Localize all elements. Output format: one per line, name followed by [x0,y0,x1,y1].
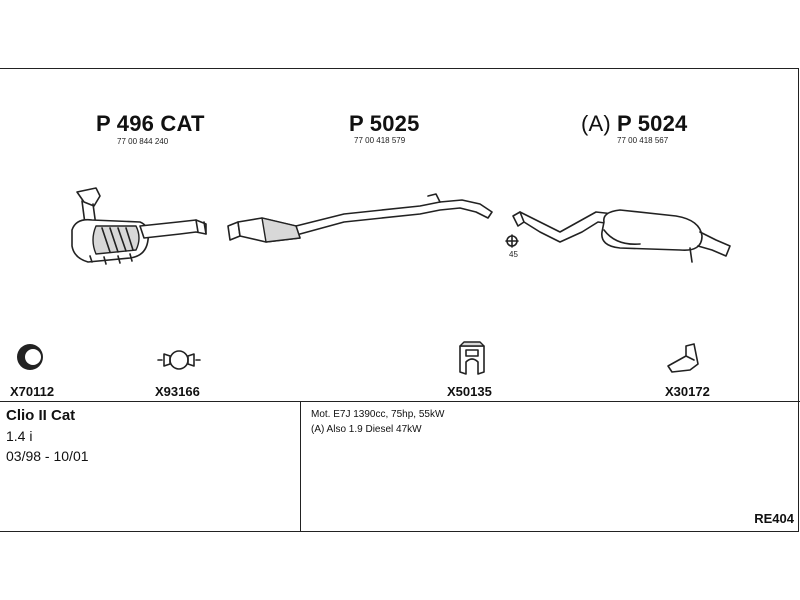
accessory-code: X30172 [665,384,710,399]
vehicle-engine: 1.4 i [6,428,33,444]
part-title-middle: P 5025 [349,111,420,136]
mounting-bracket-icon [667,343,699,373]
rubber-ring-icon [17,344,43,370]
rubber-hanger-icon [459,341,485,375]
accessory-code: X50135 [447,384,492,399]
catalytic-converter-icon [71,187,207,265]
accessory-code: X70112 [10,384,55,399]
part-oem-rear: 77 00 418 567 [617,136,669,145]
column-divider [300,401,301,532]
accessory-code: X93166 [155,384,200,399]
part-oem-cat: 77 00 844 240 [117,137,169,146]
pipe-clamp-icon [157,350,201,370]
note-engine: Mot. E7J 1390cc, 75hp, 55kW [311,409,445,420]
note-variant: (A) Also 1.9 Diesel 47kW [311,424,422,435]
part-title-cat: P 496 CAT [96,111,205,136]
reference-code: RE404 [754,511,794,526]
vehicle-years: 03/98 - 10/01 [6,448,89,464]
gasket-size-label: 45 [509,250,518,259]
part-oem-middle: 77 00 418 579 [354,136,406,145]
part-title-rear: (A)P 5024 [581,111,688,136]
gasket-icon [505,234,519,248]
rear-silencer-icon [512,209,731,263]
middle-silencer-icon [227,193,493,243]
divider-line [0,401,800,402]
diagram-frame [0,68,799,532]
vehicle-model: Clio II Cat [6,407,76,424]
